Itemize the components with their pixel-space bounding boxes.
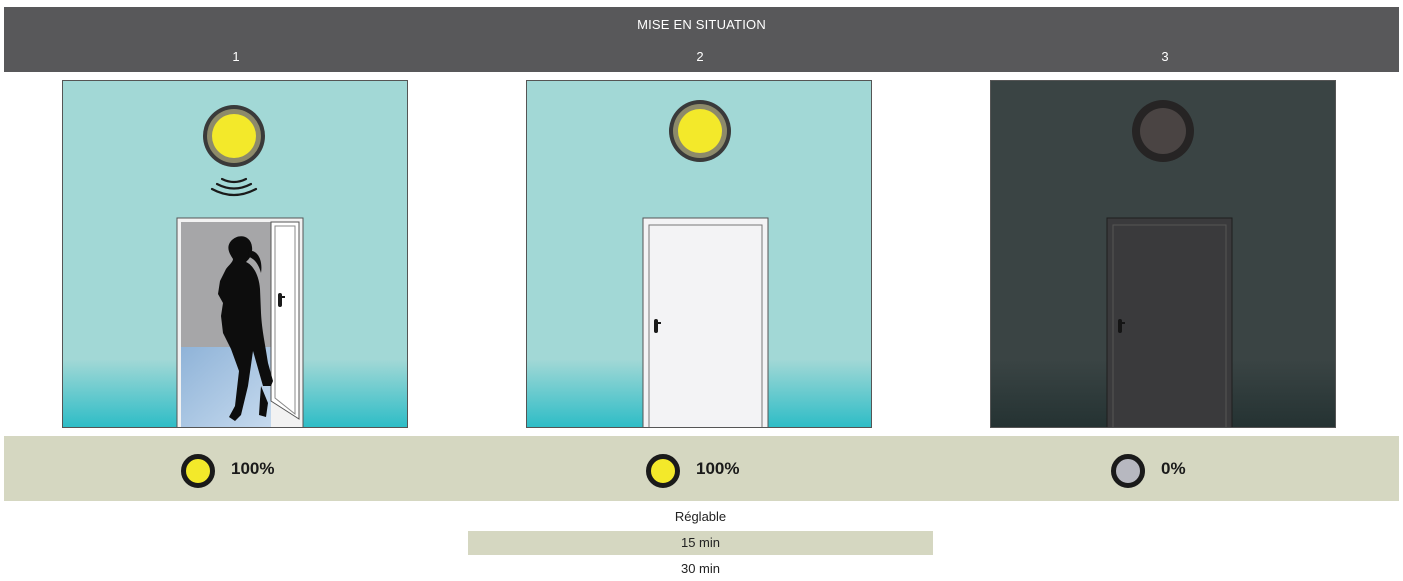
light-on-indicator-icon (646, 454, 680, 488)
timer-option-30: 30 min (468, 557, 933, 581)
light-level-value: 100% (696, 459, 739, 479)
light-level-strip: 100% 100% 0% (4, 436, 1399, 501)
light-level-value: 100% (231, 459, 274, 479)
timer-label: Réglable (468, 505, 933, 529)
closed-door (643, 218, 768, 428)
light-on-indicator-icon (181, 454, 215, 488)
ceiling-lamp-on (203, 105, 265, 167)
scene-2-panel (526, 80, 872, 428)
ceiling-lamp-off (1132, 100, 1194, 162)
header-bar: MISE EN SITUATION 1 2 3 (4, 7, 1399, 72)
scene-3-illustration (991, 81, 1336, 428)
step-label-1: 1 (216, 49, 256, 64)
scene-1-panel (62, 80, 408, 428)
scene-1-illustration (63, 81, 408, 428)
light-level-value: 0% (1161, 459, 1186, 479)
closed-door (1107, 218, 1232, 428)
header-title: MISE EN SITUATION (4, 17, 1399, 32)
scene-3-panel (990, 80, 1336, 428)
ceiling-lamp-on (669, 100, 731, 162)
step-label-3: 3 (1145, 49, 1185, 64)
timer-option-15: 15 min (468, 531, 933, 555)
scene-2-illustration (527, 81, 872, 428)
light-off-indicator-icon (1111, 454, 1145, 488)
step-label-2: 2 (680, 49, 720, 64)
